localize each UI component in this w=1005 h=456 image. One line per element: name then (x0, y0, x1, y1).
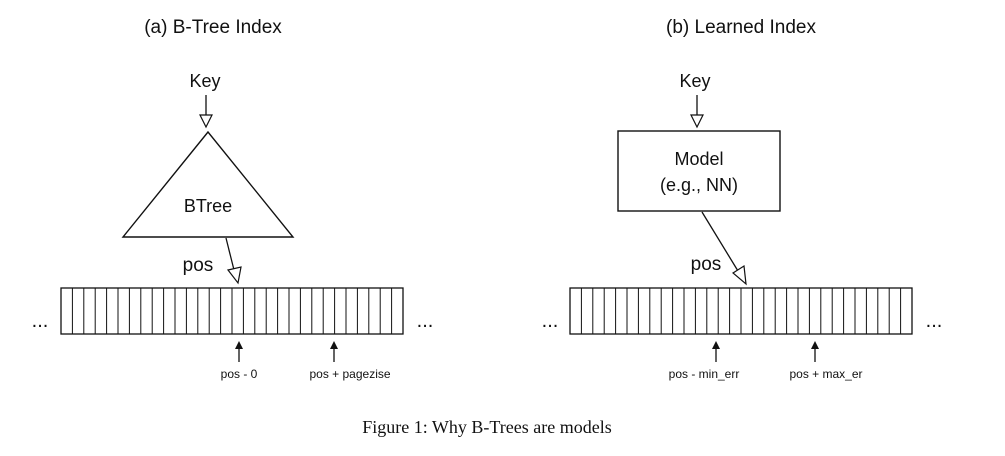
btree-left-ellipsis: ... (32, 310, 49, 332)
btree-key-label: Key (189, 71, 220, 91)
btree-panel-title: (a) B-Tree Index (144, 17, 282, 38)
btree-node-label: BTree (184, 196, 232, 216)
btree-pos-label: pos (183, 255, 214, 276)
btree-upper-bound-label: pos + pagezise (309, 367, 390, 381)
learned-upper-bound-label: pos + max_er (789, 367, 862, 381)
learned-pos-arrow-head (731, 264, 747, 286)
learned-pos-label: pos (691, 254, 722, 275)
learned-right-ellipsis: ... (926, 310, 943, 332)
btree-pos-arrow-shaft (225, 237, 235, 271)
figure-caption: Figure 1: Why B-Trees are models (362, 417, 611, 437)
btree-lower-bound-arrow-head (235, 341, 243, 349)
learned-panel: (b) Learned Index Key Model (e.g., NN) p… (542, 17, 943, 381)
btree-right-ellipsis: ... (417, 310, 434, 332)
model-label-line1: Model (674, 149, 723, 169)
model-label-line2: (e.g., NN) (660, 175, 738, 195)
learned-lower-bound-label: pos - min_err (669, 367, 740, 381)
learned-key-label: Key (679, 71, 710, 91)
learned-position-array (569, 287, 913, 335)
learned-lower-bound-arrow-head (712, 341, 720, 349)
btree-position-array (60, 287, 404, 335)
learned-panel-title: (b) Learned Index (666, 17, 816, 38)
btree-triangle (121, 130, 295, 238)
learned-pos-arrow-shaft (701, 211, 739, 272)
btree-lower-bound-label: pos - 0 (221, 367, 258, 381)
learned-key-arrow-head (690, 114, 704, 129)
btree-panel: (a) B-Tree Index Key BTree pos ... ... p… (32, 17, 434, 381)
btree-pos-arrow-head (226, 266, 242, 285)
btree-upper-bound-arrow-head (330, 341, 338, 349)
btree-key-arrow-head (199, 114, 213, 129)
learned-upper-bound-arrow-head (811, 341, 819, 349)
learned-left-ellipsis: ... (542, 310, 559, 332)
model-box (617, 130, 781, 212)
